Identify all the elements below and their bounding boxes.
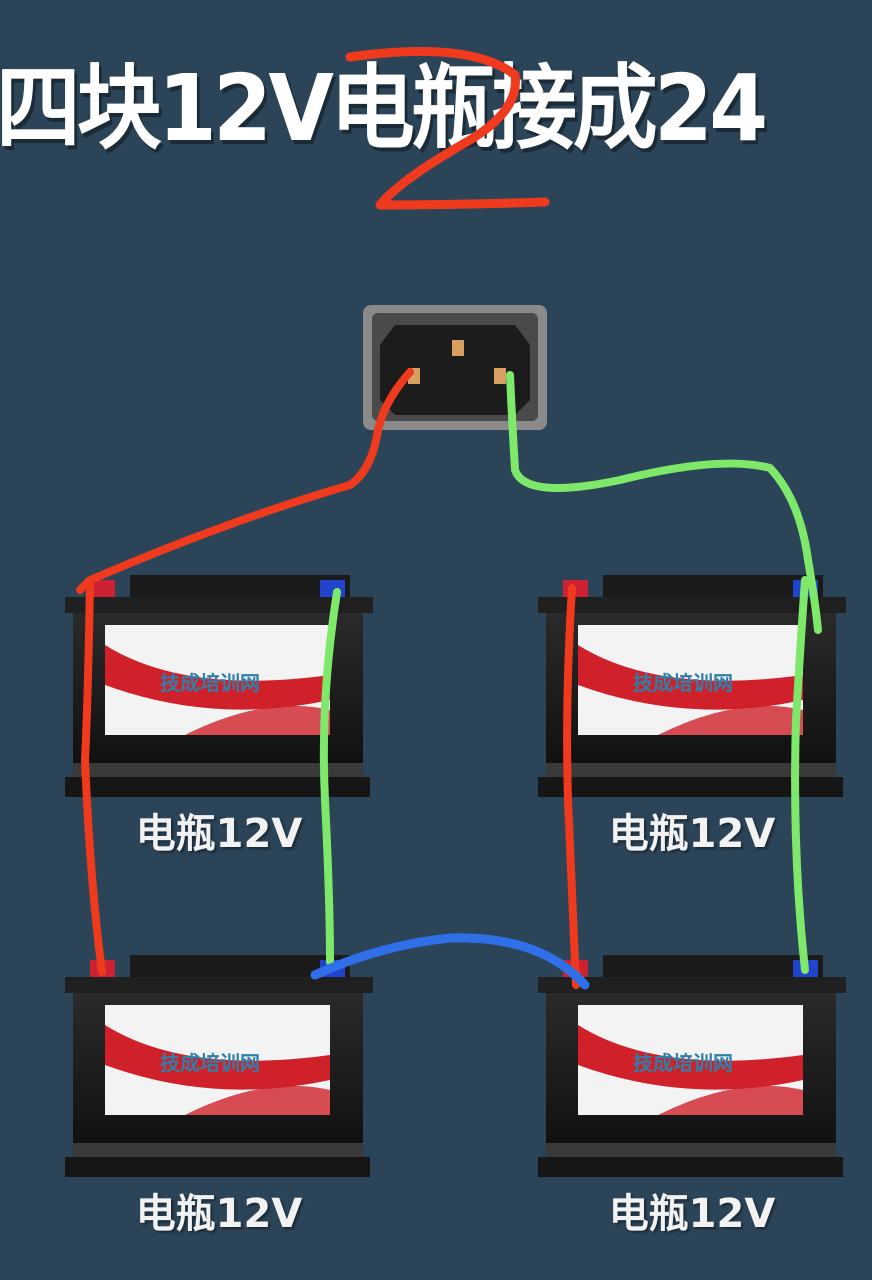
battery-brand: 技成培训网 bbox=[160, 671, 260, 695]
battery-brand: 技成培训网 bbox=[633, 1051, 733, 1075]
battery-label: 电瓶12V bbox=[608, 811, 776, 857]
battery-label: 电瓶12V bbox=[608, 1191, 776, 1237]
battery-label: 电瓶12V bbox=[135, 811, 303, 857]
power-socket bbox=[363, 305, 547, 430]
battery-brand: 技成培训网 bbox=[633, 671, 733, 695]
battery-label: 电瓶12V bbox=[135, 1191, 303, 1237]
battery-3 bbox=[65, 955, 373, 1177]
battery-brand: 技成培训网 bbox=[160, 1051, 260, 1075]
battery-4 bbox=[538, 955, 846, 1177]
